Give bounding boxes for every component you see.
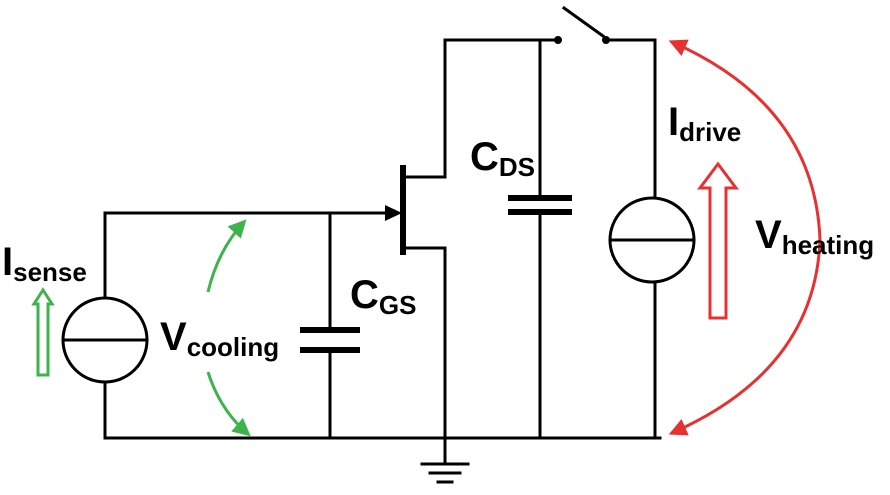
capacitor-cgs xyxy=(300,327,360,353)
label-vcooling: Vcooling xyxy=(160,315,279,362)
label-cgs: CGS xyxy=(350,273,416,320)
left-loop-wires xyxy=(103,211,662,440)
gate-arrow-head xyxy=(385,205,402,221)
sense-direction-arrow-icon xyxy=(31,287,55,377)
switch xyxy=(443,5,657,44)
cooling-arrow-down xyxy=(206,371,251,437)
label-cds: CDS xyxy=(470,135,535,182)
label-vheating: Vheating xyxy=(755,213,874,260)
current-source-drive xyxy=(608,196,696,284)
heating-arrow-arc xyxy=(668,39,822,436)
label-isense: Isense xyxy=(2,240,87,287)
ground-symbol xyxy=(420,436,470,484)
right-branch-wires xyxy=(538,38,657,440)
mosfet xyxy=(400,38,447,440)
label-idrive: Idrive xyxy=(668,100,741,147)
current-source-sense xyxy=(61,296,149,384)
drive-direction-arrow-icon xyxy=(697,161,739,320)
cooling-arrow-up xyxy=(206,219,247,293)
capacitor-cds xyxy=(508,195,572,215)
